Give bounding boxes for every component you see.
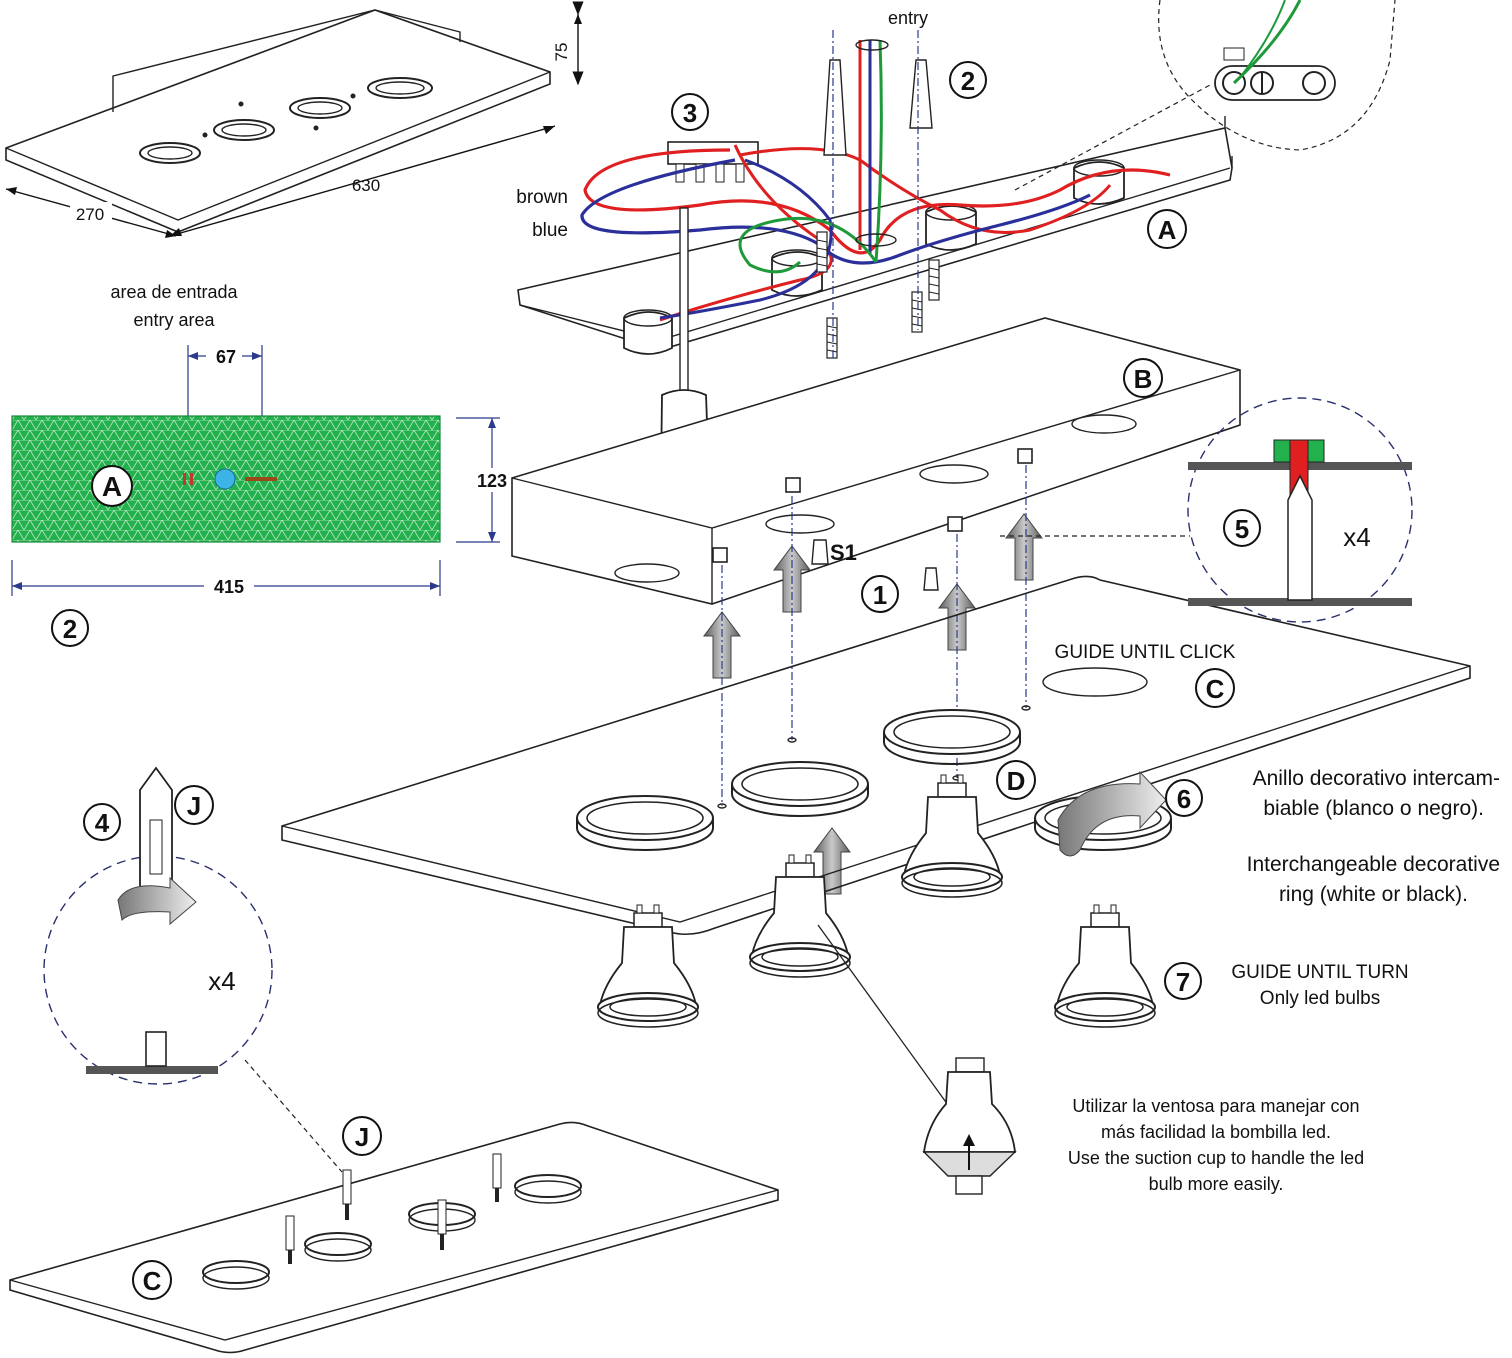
suction-text-es-2: más facilidad la bombilla led. [1101,1122,1331,1142]
brown-wire-label: brown [516,187,568,208]
guide-turn-label: GUIDE UNTIL TURN [1231,962,1408,983]
ring-text-es-1: Anillo decorativo intercam- [1253,767,1500,790]
suction-text-en-1: Use the suction cup to handle the led [1068,1148,1364,1168]
ring-text-en-1: Interchangeable decorative [1247,853,1500,876]
ring-text-es-2: biable (blanco o negro). [1263,797,1484,820]
only-led-label: Only led bulbs [1260,988,1380,1009]
marker-d: D [1007,766,1026,796]
entry-label: entry [888,8,928,28]
blue-wire-label: blue [532,220,568,241]
entry-area-template: area de entrada entry area 67 A 123 415 … [11,282,512,647]
height-dimension: 75 [552,43,571,62]
overview-rings [139,77,433,164]
suction-text-es-1: Utilizar la ventosa para manejar con [1072,1096,1359,1116]
step-2-marker: 2 [961,66,975,96]
magnet-detail-callout: 5 x4 [1000,397,1413,623]
wall-plugs [823,59,933,156]
marker-a-template: A [102,471,122,502]
entry-area-title-es: area de entrada [110,282,238,302]
terminal-detail-callout [1014,0,1396,191]
suction-text-en-2: bulb more easily. [1149,1174,1284,1194]
x4-label-pin: x4 [208,966,235,996]
wires [580,39,1171,322]
product-overview: 75 630 270 [5,1,584,238]
entry-width-dimension: 415 [214,577,244,597]
marker-b: B [1134,364,1153,394]
bottom-panel-c: J C [9,1116,779,1354]
panel-c: GUIDE UNTIL CLICK C [281,575,1471,936]
step-6-marker: 6 [1177,784,1191,814]
suction-cup-icon [817,924,1017,1195]
x4-label-magnet: x4 [1343,522,1370,552]
pin-detail-callout: 4 J x4 [43,766,343,1173]
marker-c-bottom: C [143,1266,162,1296]
entry-offset-dimension: 67 [216,347,236,367]
step-4-marker: 4 [95,808,110,838]
width-dimension: 270 [76,205,104,224]
mounting-plate-a: entry brown blue 3 2 A [516,8,1233,360]
step-3-marker: 3 [683,98,697,128]
s1-label: S1 [830,540,857,565]
magnet-nuts [712,448,1033,563]
turn-arrow-icon [1057,770,1167,857]
canopy-b: B S1 1 [511,317,1241,613]
entry-height-dimension: 123 [477,471,507,491]
pins-j [285,1153,502,1264]
step-5-marker: 5 [1235,514,1249,544]
step-2-template: 2 [63,614,77,644]
marker-c: C [1206,674,1225,704]
step-1-marker: 1 [873,580,887,610]
length-dimension: 630 [352,176,380,195]
marker-j-detail: J [187,791,201,821]
marker-a: A [1158,215,1177,245]
marker-j: J [355,1122,369,1152]
bottom-rings [202,1174,582,1290]
rotate-pin-icon [117,876,197,926]
ring-text-en-2: ring (white or black). [1279,883,1468,906]
step-7-marker: 7 [1176,967,1190,997]
guide-click-label: GUIDE UNTIL CLICK [1055,642,1236,663]
entry-area-title-en: entry area [133,310,215,330]
